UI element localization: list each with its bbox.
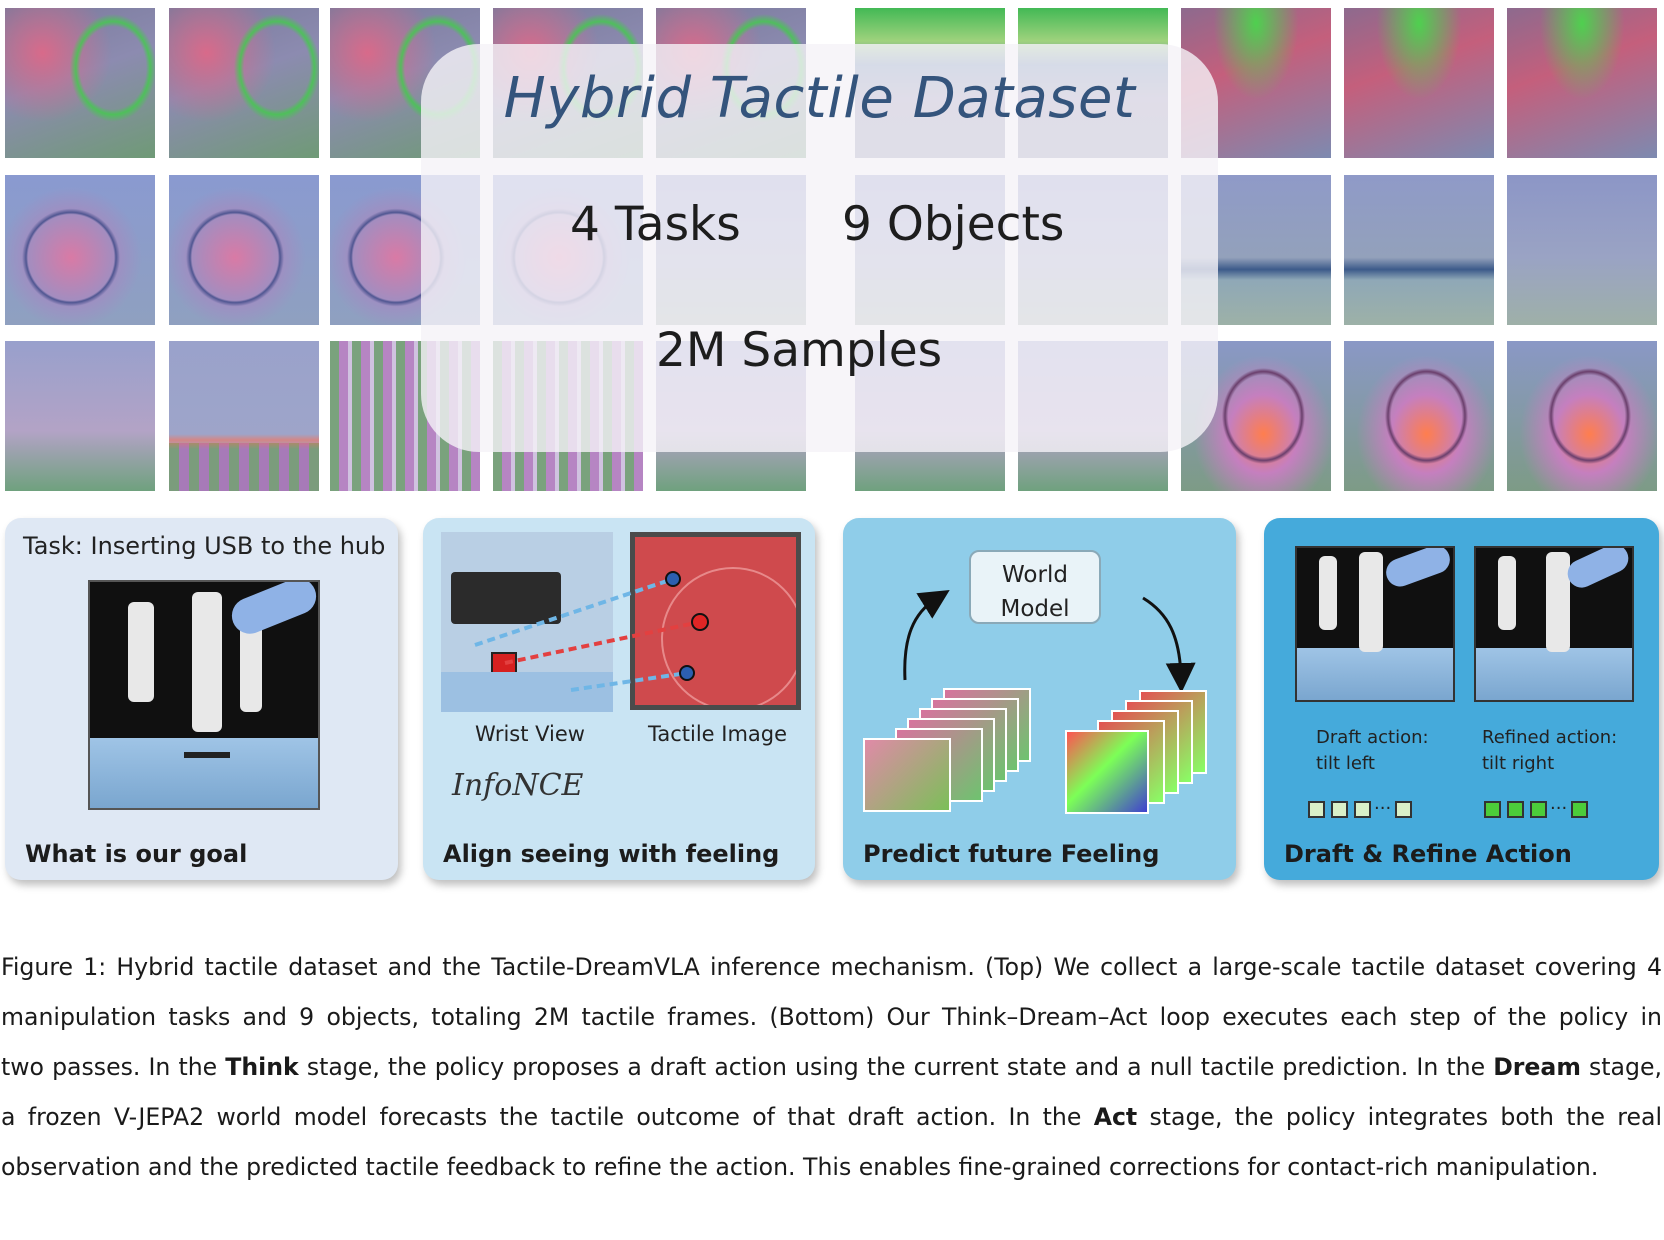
panel-goal-title: What is our goal (25, 840, 248, 868)
caption-think: Think (225, 1053, 299, 1081)
caption-text: two passes. In the (1, 1053, 226, 1081)
wrist-view-label: Wrist View (475, 722, 585, 746)
dataset-overlay-card (421, 44, 1218, 452)
tactile-tile (169, 175, 319, 325)
world-model-line1: World (1002, 562, 1068, 588)
draft-token (1395, 801, 1412, 818)
caption-text: stage, (1580, 1053, 1662, 1081)
task-label: Task: Inserting USB to the hub (23, 532, 386, 560)
refined-token (1507, 801, 1524, 818)
panel-refine-title: Draft & Refine Action (1284, 840, 1572, 868)
draft-action-line2: tilt left (1316, 753, 1375, 774)
draft-token (1308, 801, 1325, 818)
caption-text: stage, the policy integrates both the re… (1137, 1103, 1662, 1131)
world-model-line2: Model (1000, 596, 1070, 622)
tactile-tile (5, 341, 155, 491)
panel-refine: Draft action: tilt left Refined action: … (1264, 518, 1659, 880)
tactile-image-grid: Hybrid Tactile Dataset 4 Tasks 9 Objects… (0, 0, 1664, 495)
refined-token (1530, 801, 1547, 818)
tactile-tile (1344, 8, 1494, 158)
caption-act: Act (1093, 1103, 1138, 1131)
caption-text: a frozen V-JEPA2 world model forecasts t… (1, 1103, 1094, 1131)
draft-token (1331, 801, 1348, 818)
gripper-left (128, 602, 154, 702)
ellipsis-icon: ··· (1374, 798, 1392, 819)
robot-scene-image (88, 580, 320, 810)
refined-action-line1: Refined action: (1482, 727, 1618, 748)
figure-caption: Figure 1: Hybrid tactile dataset and the… (1, 942, 1662, 1192)
tactile-tile (169, 8, 319, 158)
wrist-view-image (441, 532, 613, 712)
tactile-tile (5, 175, 155, 325)
caption-text: stage, the policy proposes a draft actio… (298, 1053, 1494, 1081)
draft-token (1354, 801, 1371, 818)
caption-dream: Dream (1493, 1053, 1581, 1081)
gripper-center (192, 592, 222, 732)
ellipsis-icon: ··· (1550, 798, 1568, 819)
tactile-tile (1507, 175, 1657, 325)
tactile-image-label: Tactile Image (648, 722, 788, 746)
tactile-image (630, 532, 801, 710)
tactile-tile (1507, 8, 1657, 158)
infonce-label: InfoNCE (452, 768, 584, 803)
robot-arm (226, 582, 318, 640)
panel-predict-title: Predict future Feeling (863, 840, 1160, 868)
alignment-lines (474, 571, 709, 692)
caption-line: Figure 1: Hybrid tactile dataset and the… (1, 953, 1662, 981)
refined-action-image (1474, 546, 1634, 702)
tactile-tile (1344, 341, 1494, 491)
flow-arrows (903, 590, 1196, 693)
tactile-tile (169, 341, 319, 491)
dataset-samples-count: 2M Samples (656, 323, 943, 378)
panel-goal: Task: Inserting USB to the hub What is o… (5, 518, 398, 880)
draft-action-label: Draft action: tilt left (1316, 725, 1429, 777)
dataset-objects-count: 9 Objects (842, 197, 1065, 252)
gripper-right (240, 622, 262, 712)
caption-line: observation and the predicted tactile fe… (1, 1153, 1599, 1181)
panel-predict: World Model Predict future Feeling (843, 518, 1236, 880)
draft-action-image (1295, 546, 1455, 702)
tactile-tile (1344, 175, 1494, 325)
refined-token (1484, 801, 1501, 818)
caption-line: manipulation tasks and 9 objects, totali… (1, 1003, 1662, 1031)
refined-action-line2: tilt right (1482, 753, 1555, 774)
world-model-box: World Model (969, 550, 1101, 624)
dataset-tasks-count: 4 Tasks (570, 197, 741, 252)
panel-align: Wrist View Tactile Image InfoNCE Align s… (423, 518, 815, 880)
usb-stick (184, 752, 230, 758)
refined-token (1571, 801, 1588, 818)
refined-action-label: Refined action: tilt right (1482, 725, 1617, 777)
tactile-tile (5, 8, 155, 158)
dataset-title: Hybrid Tactile Dataset (503, 66, 1136, 131)
panel-align-title: Align seeing with feeling (443, 840, 780, 868)
caption-line: a frozen V-JEPA2 world model forecasts t… (1, 1092, 1662, 1142)
tactile-tile (1507, 341, 1657, 491)
caption-line: two passes. In the Think stage, the poli… (1, 1042, 1662, 1092)
draft-action-line1: Draft action: (1316, 727, 1429, 748)
